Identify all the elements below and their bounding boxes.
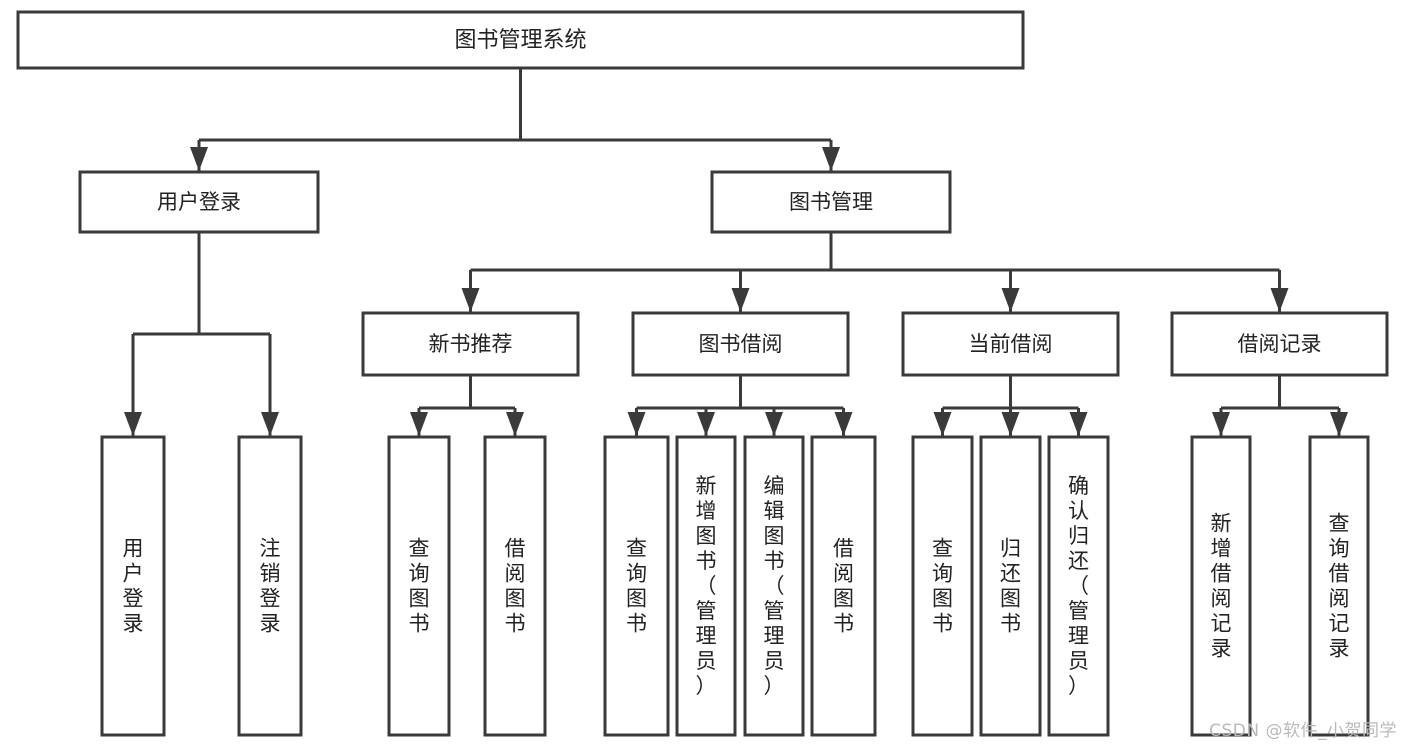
node-box[interactable]: [1047, 435, 1110, 737]
node-label: 借阅图书: [833, 537, 854, 636]
leaf-node-4[interactable]: 查询图书: [603, 435, 670, 737]
node-label: 查询图书: [626, 537, 647, 636]
level3-node-0[interactable]: 新书推荐: [361, 311, 580, 377]
node-layer: 图书管理系统用户登录图书管理新书推荐图书借阅当前借阅借阅记录用户登录注销登录查询…: [16, 10, 1389, 737]
node-box[interactable]: [483, 435, 547, 737]
node-box[interactable]: [675, 435, 737, 737]
leaf-node-9[interactable]: 归还图书: [979, 435, 1042, 737]
leaf-node-3[interactable]: 借阅图书: [483, 435, 547, 737]
node-label: 查询图书: [932, 537, 953, 636]
node-box[interactable]: [387, 435, 451, 737]
leaf-node-6[interactable]: 编辑图书（管理员）: [743, 435, 805, 737]
arrow-head-icon: [765, 412, 783, 436]
leaf-node-1[interactable]: 注销登录: [237, 435, 303, 737]
node-label: 新增借阅记录: [1211, 512, 1232, 661]
arrow-head-icon: [834, 412, 853, 436]
arrow-head-icon: [124, 412, 142, 436]
leaf-node-8[interactable]: 查询图书: [911, 435, 974, 737]
node-box[interactable]: [100, 435, 166, 737]
node-box[interactable]: [1170, 311, 1389, 377]
node-label: 借阅图书: [505, 537, 526, 636]
node-label: 借阅记录: [1238, 332, 1322, 356]
arrow-head-icon: [506, 412, 524, 436]
node-label: 确认归还（管理员）: [1068, 474, 1089, 698]
node-label: 编辑图书（管理员）: [764, 474, 785, 698]
node-box[interactable]: [810, 435, 877, 737]
level3-node-1[interactable]: 图书借阅: [631, 311, 850, 377]
arrow-head-icon: [1001, 288, 1020, 312]
node-box[interactable]: [237, 435, 303, 737]
node-box[interactable]: [710, 170, 952, 234]
arrow-head-icon: [822, 147, 840, 171]
node-box[interactable]: [16, 10, 1025, 70]
level2-node-0[interactable]: 用户登录: [78, 170, 320, 234]
arrow-head-icon: [461, 288, 480, 312]
arrow-head-icon: [410, 412, 428, 436]
node-box[interactable]: [1308, 435, 1370, 737]
node-label: 图书借阅: [699, 332, 783, 356]
arrow-head-icon: [1270, 288, 1289, 312]
arrow-head-icon: [933, 412, 952, 436]
leaf-node-7[interactable]: 借阅图书: [810, 435, 877, 737]
arrow-head-icon: [1001, 412, 1020, 436]
arrow-head-icon: [261, 412, 279, 436]
arrow-head-icon: [731, 288, 750, 312]
node-label: 当前借阅: [969, 332, 1053, 356]
node-box[interactable]: [78, 170, 320, 234]
node-box[interactable]: [979, 435, 1042, 737]
node-label: 图书管理系统: [454, 28, 586, 53]
node-label: 归还图书: [1000, 537, 1021, 636]
arrow-head-icon: [627, 412, 646, 436]
node-label: 新增图书（管理员）: [696, 474, 717, 698]
node-box[interactable]: [631, 311, 850, 377]
arrow-head-icon: [697, 412, 715, 436]
root-node-0[interactable]: 图书管理系统: [16, 10, 1025, 70]
arrow-head-icon: [1069, 412, 1088, 436]
node-box[interactable]: [1190, 435, 1252, 737]
leaf-node-11[interactable]: 新增借阅记录: [1190, 435, 1252, 737]
node-label: 新书推荐: [429, 332, 513, 356]
leaf-node-0[interactable]: 用户登录: [100, 435, 166, 737]
level3-node-3[interactable]: 借阅记录: [1170, 311, 1389, 377]
leaf-node-10[interactable]: 确认归还（管理员）: [1047, 435, 1110, 737]
level3-node-2[interactable]: 当前借阅: [901, 311, 1120, 377]
node-box[interactable]: [901, 311, 1120, 377]
node-label: 注销登录: [260, 537, 281, 636]
leaf-node-5[interactable]: 新增图书（管理员）: [675, 435, 737, 737]
level2-node-1[interactable]: 图书管理: [710, 170, 952, 234]
arrow-head-icon: [1212, 412, 1230, 436]
node-label: 查询借阅记录: [1329, 512, 1350, 661]
node-box[interactable]: [911, 435, 974, 737]
leaf-node-2[interactable]: 查询图书: [387, 435, 451, 737]
arrow-head-icon: [190, 147, 208, 171]
node-box[interactable]: [743, 435, 805, 737]
node-label: 查询图书: [409, 537, 430, 636]
arrow-head-icon: [1330, 412, 1348, 436]
connector-layer: [124, 68, 1348, 436]
node-label: 图书管理: [789, 190, 873, 214]
node-box[interactable]: [361, 311, 580, 377]
node-label: 用户登录: [123, 537, 144, 636]
node-label: 用户登录: [157, 190, 241, 214]
node-box[interactable]: [603, 435, 670, 737]
leaf-node-12[interactable]: 查询借阅记录: [1308, 435, 1370, 737]
